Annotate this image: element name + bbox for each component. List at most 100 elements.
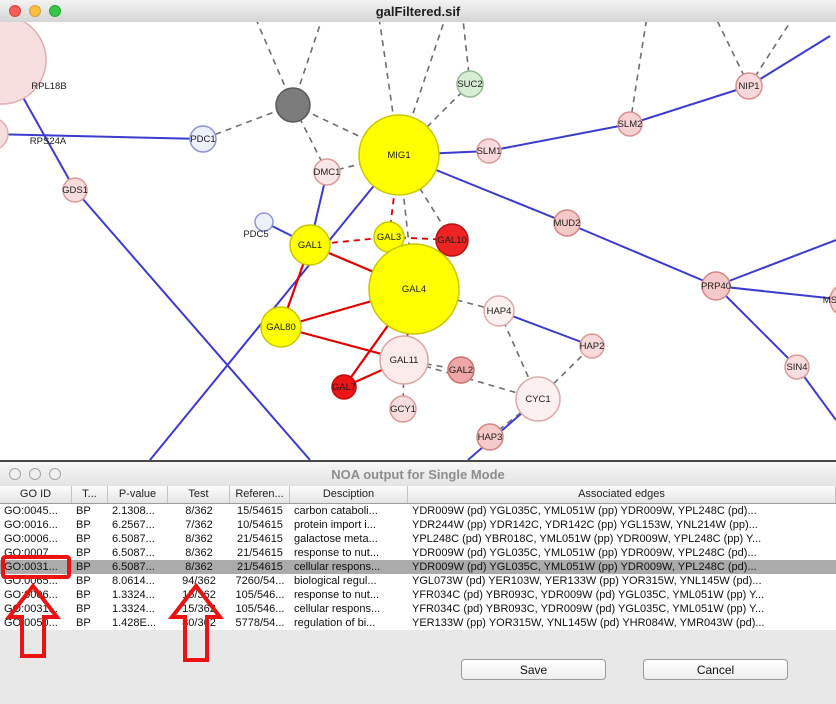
column-header-4[interactable]: Referen... [230,486,290,503]
node-DMC1[interactable] [313,158,341,186]
node-label: SLM2 [618,119,643,130]
table-cell: 7/362 [185,519,213,531]
table-cell: YDR009W (pd) YGL035C, YML051W (pp) YDR00… [412,505,757,517]
edge-blue[interactable] [715,285,836,300]
zoom-button[interactable] [49,468,61,480]
save-button[interactable]: Save [461,659,606,680]
edge-blue[interactable] [715,239,836,287]
edge-dash[interactable] [292,104,400,156]
node-label: GAL3 [377,232,401,243]
node-label: HAP3 [478,432,503,443]
table-cell: 6.2567... [112,519,155,531]
node-label: HAP2 [580,341,605,352]
node-GDS1[interactable] [62,177,88,203]
table-cell: 1.428E... [112,617,157,629]
network-window-titlebar[interactable]: galFiltered.sif [0,0,836,23]
edge-blue[interactable] [715,285,798,368]
edge-blue[interactable] [748,35,831,87]
node-HAP3[interactable] [476,423,504,451]
node-label: HAP4 [487,306,512,317]
node-CYC1[interactable] [515,376,561,422]
edge-dash[interactable] [712,22,750,87]
table-cell: 8/362 [185,561,213,573]
node-GAL10[interactable] [435,223,469,257]
node-GAL2[interactable] [447,356,475,384]
node-GAL11[interactable] [379,335,429,385]
table-cell: GO:0065... [4,575,58,587]
node-SLM2[interactable] [617,111,643,137]
table-cell: GO:0006... [4,533,58,545]
node-MIG1[interactable] [358,114,440,196]
close-button[interactable] [9,5,21,17]
edge-dash[interactable] [398,83,471,156]
node-HAP4[interactable] [483,295,515,327]
column-header-0[interactable]: GO ID [0,486,72,503]
node-HAP2[interactable] [579,333,605,359]
edge-blue[interactable] [498,310,593,347]
zoom-button[interactable] [49,5,61,17]
node-PDC1[interactable] [189,125,217,153]
column-header-1[interactable]: T... [72,486,108,503]
table-cell: cellular respons... [294,603,381,615]
node-gray1[interactable] [275,87,311,123]
node-label: GAL1 [298,240,322,251]
node-RPL18B[interactable] [0,22,47,105]
node-MSN1[interactable] [829,284,836,316]
node-label: SIN4 [786,362,807,373]
node-GAL1[interactable] [289,224,331,266]
noa-window-titlebar[interactable]: NOA output for Single Mode [0,462,836,487]
column-header-3[interactable]: Test [168,486,230,503]
cancel-button[interactable]: Cancel [643,659,788,680]
node-GAL7[interactable] [331,374,357,400]
edge-blue[interactable] [566,222,717,287]
node-PRP40[interactable] [701,271,731,301]
node-PDC5[interactable] [254,212,274,232]
edge-blue[interactable] [629,85,750,125]
table-cell: GO:0006... [4,589,58,601]
column-header-5[interactable]: Desciption [290,486,408,503]
edge-blue[interactable] [0,133,204,140]
minimize-button[interactable] [29,468,41,480]
table-cell: 6.5087... [112,561,155,573]
node-NIP1[interactable] [735,72,763,100]
traffic-lights [9,5,61,17]
node-SLM1[interactable] [476,138,502,164]
edge-blue[interactable] [74,189,311,460]
minimize-button[interactable] [29,5,41,17]
column-header-6[interactable]: Associated edges [408,486,836,503]
table-cell: cellular respons... [294,561,381,573]
node-label: DMC1 [314,167,341,178]
node-GAL4[interactable] [368,243,460,335]
edge-dash[interactable] [629,22,648,125]
table-cell: GO:0031... [4,561,58,573]
node-SIN4[interactable] [784,354,810,380]
column-header-2[interactable]: P-value [108,486,168,503]
node-GCY1[interactable] [389,395,417,423]
node-label: RPL18B [31,81,66,92]
button-bar: Save Cancel [461,659,788,680]
node-label: PDC5 [243,229,268,240]
close-button[interactable] [9,468,21,480]
table-cell: YFR034C (pd) YBR093C, YDR009W (pd) YGL03… [412,603,765,615]
table-cell: BP [76,575,91,587]
node-GAL80[interactable] [260,306,302,348]
edge-blue[interactable] [488,123,631,152]
node-MUD2[interactable] [553,209,581,237]
edge-dash[interactable] [748,22,798,87]
node-RPS24A[interactable] [0,118,9,150]
node-SUC2[interactable] [456,70,484,98]
